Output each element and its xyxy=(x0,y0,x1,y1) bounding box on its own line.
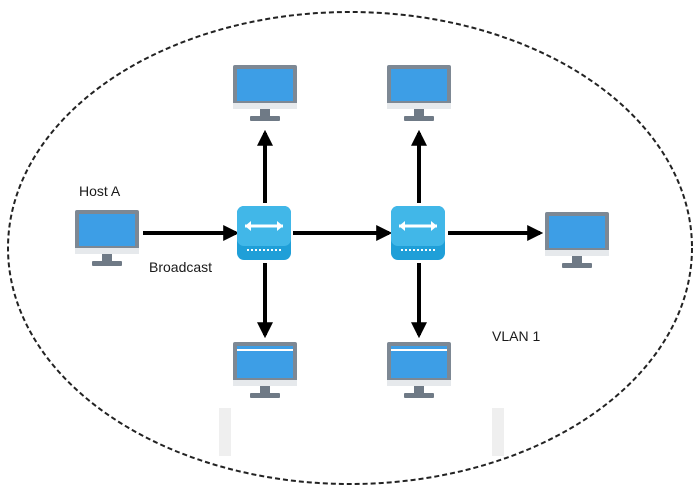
monitor-icon-top-right xyxy=(387,65,451,121)
monitor-icon-bottom-left xyxy=(233,342,297,398)
monitor-icon-bottom-right xyxy=(387,342,451,398)
link-arrows xyxy=(143,129,544,339)
vlan-boundary xyxy=(7,11,693,485)
artifact-line xyxy=(219,408,231,456)
vlan-label: VLAN 1 xyxy=(492,328,541,344)
host-a-label: Host A xyxy=(79,183,121,199)
broadcast-label: Broadcast xyxy=(149,259,213,275)
monitor-icon-top-left xyxy=(233,65,297,121)
monitor-icon-right xyxy=(545,212,609,268)
switch-icon-1 xyxy=(235,204,293,262)
switch-icon-2 xyxy=(389,204,447,262)
artifact-line xyxy=(492,408,504,456)
monitor-icon-host-a xyxy=(75,210,139,266)
